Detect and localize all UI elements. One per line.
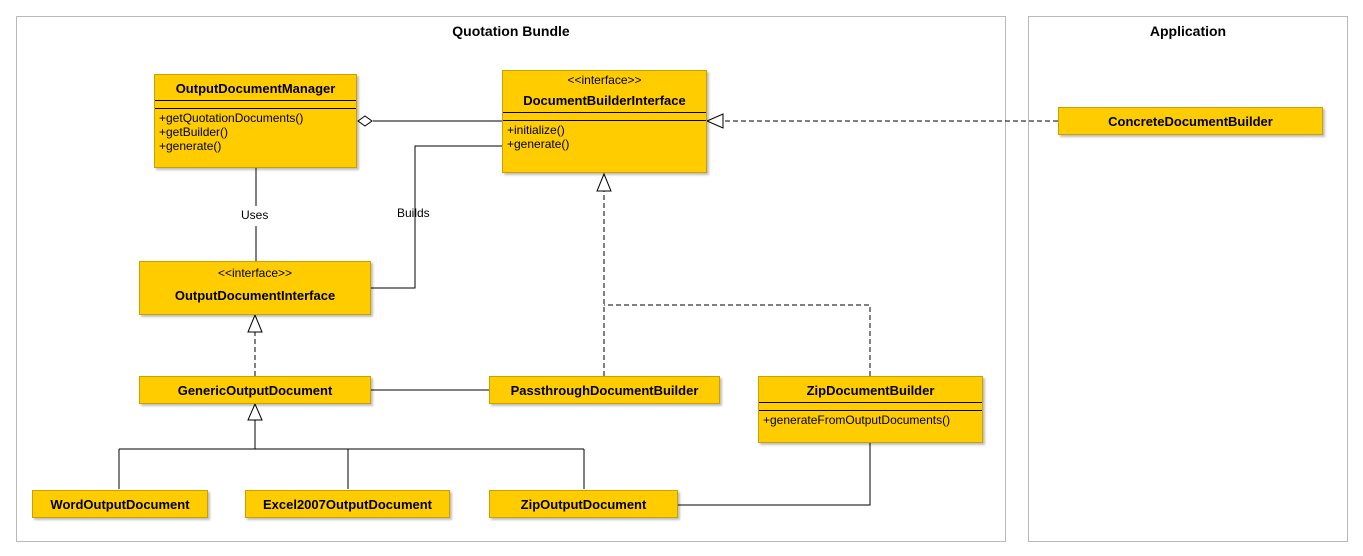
operation: +getQuotationDocuments() [159,111,304,125]
operation: +getBuilder() [159,125,229,139]
package-title: Quotation Bundle [452,23,570,39]
builds-label: Builds [397,206,430,220]
class-name: OutputDocumentInterface [174,288,336,303]
class-zip-document-builder[interactable]: ZipDocumentBuilder +generateFromOutputDo… [758,376,983,443]
operations: +generateFromOutputDocuments() [759,411,982,429]
operations: +initialize() +generate() [503,121,706,153]
class-excel2007-output-document[interactable]: Excel2007OutputDocument [245,490,450,518]
aggregation-diamond [357,115,373,127]
operations: +getQuotationDocuments() +getBuilder() +… [155,109,356,155]
class-name: DocumentBuilderInterface [523,93,686,108]
class-name: Excel2007OutputDocument [262,497,433,512]
stereotype: <<interface>> [217,266,293,280]
divider [155,108,356,109]
class-name: OutputDocumentManager [175,81,336,96]
operation: +initialize() [507,123,565,137]
association-edge [678,443,871,506]
class-name: PassthroughDocumentBuilder [510,383,699,398]
class-output-document-manager[interactable]: OutputDocumentManager +getQuotationDocum… [154,74,357,168]
class-passthrough-document-builder[interactable]: PassthroughDocumentBuilder [489,376,720,404]
package-title: Application [1149,23,1227,39]
builds-edge [371,145,502,289]
class-name: ZipDocumentBuilder [806,383,935,398]
class-output-document-interface[interactable]: <<interface>> OutputDocumentInterface [139,261,371,315]
operation: +generate() [159,139,222,153]
divider [155,100,356,101]
divider [759,410,982,411]
divider [759,402,982,403]
operation: +generateFromOutputDocuments() [763,413,951,427]
divider [503,120,706,121]
generalization-arrowhead [247,402,263,421]
realization-arrowhead [596,172,612,192]
package-application: Application [1028,16,1348,542]
class-word-output-document[interactable]: WordOutputDocument [32,490,208,518]
realization-edge [604,304,871,376]
operation: +generate() [507,137,570,151]
class-concrete-document-builder[interactable]: ConcreteDocumentBuilder [1058,107,1323,135]
class-name: ConcreteDocumentBuilder [1108,114,1273,129]
class-name: ZipOutputDocument [520,497,647,512]
class-generic-output-document[interactable]: GenericOutputDocument [139,376,371,404]
class-zip-output-document[interactable]: ZipOutputDocument [489,490,678,518]
realization-arrowhead [247,313,263,333]
class-name: GenericOutputDocument [177,383,333,398]
realization-arrowhead [705,113,724,129]
class-document-builder-interface[interactable]: <<interface>> DocumentBuilderInterface +… [502,70,707,173]
divider [503,112,706,113]
stereotype: <<interface>> [567,73,642,87]
uses-label: Uses [241,208,269,222]
class-name: WordOutputDocument [50,497,190,512]
